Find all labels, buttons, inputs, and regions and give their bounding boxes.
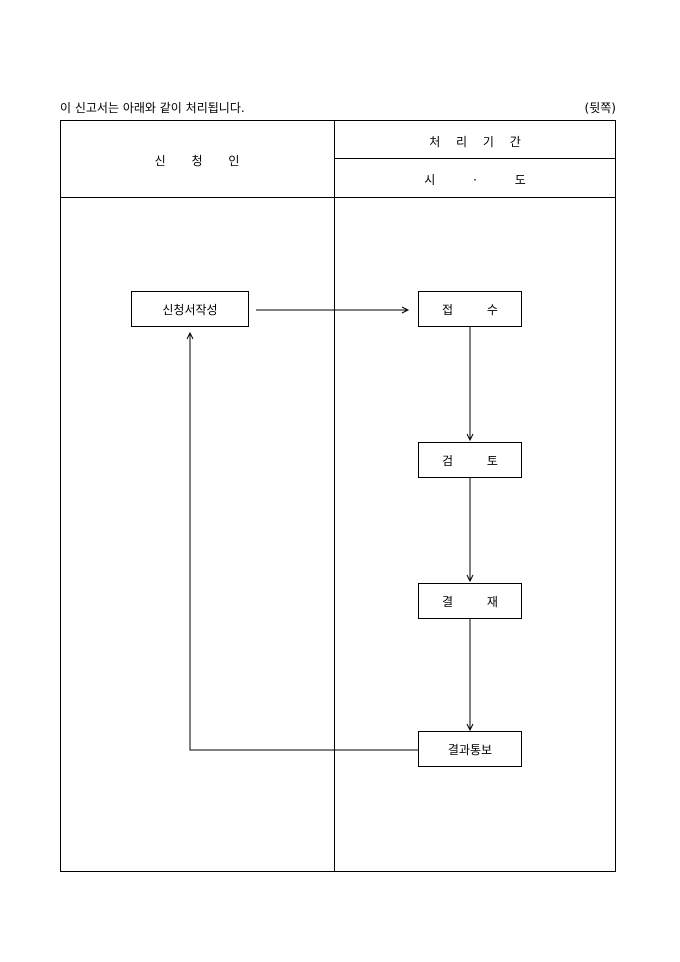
step-receive: 접 수 — [418, 291, 522, 327]
step-approve: 결 재 — [418, 583, 522, 619]
header-row-divider — [334, 158, 616, 159]
page-side-label: (뒷쪽) — [584, 101, 616, 115]
column-divider — [334, 120, 335, 872]
header-bottom-divider — [60, 197, 616, 198]
arrowhead-approve — [466, 574, 474, 583]
arrowhead-receive — [401, 306, 410, 314]
authority-header: 시 · 도 — [424, 173, 526, 187]
step-review: 검 토 — [418, 442, 522, 478]
arrowhead-write — [186, 331, 194, 340]
arrow-notify-to-write — [189, 333, 418, 751]
arrowhead-notify — [466, 723, 474, 732]
applicant-header: 신 청 인 — [154, 154, 240, 168]
step-write-application: 신청서작성 — [131, 291, 249, 327]
process-table — [60, 120, 616, 872]
processing-period-header: 처 리 기 간 — [429, 135, 521, 149]
step-notify-result: 결과통보 — [418, 731, 522, 767]
arrowhead-review — [466, 433, 474, 442]
intro-text: 이 신고서는 아래와 같이 처리됩니다. — [60, 101, 245, 115]
